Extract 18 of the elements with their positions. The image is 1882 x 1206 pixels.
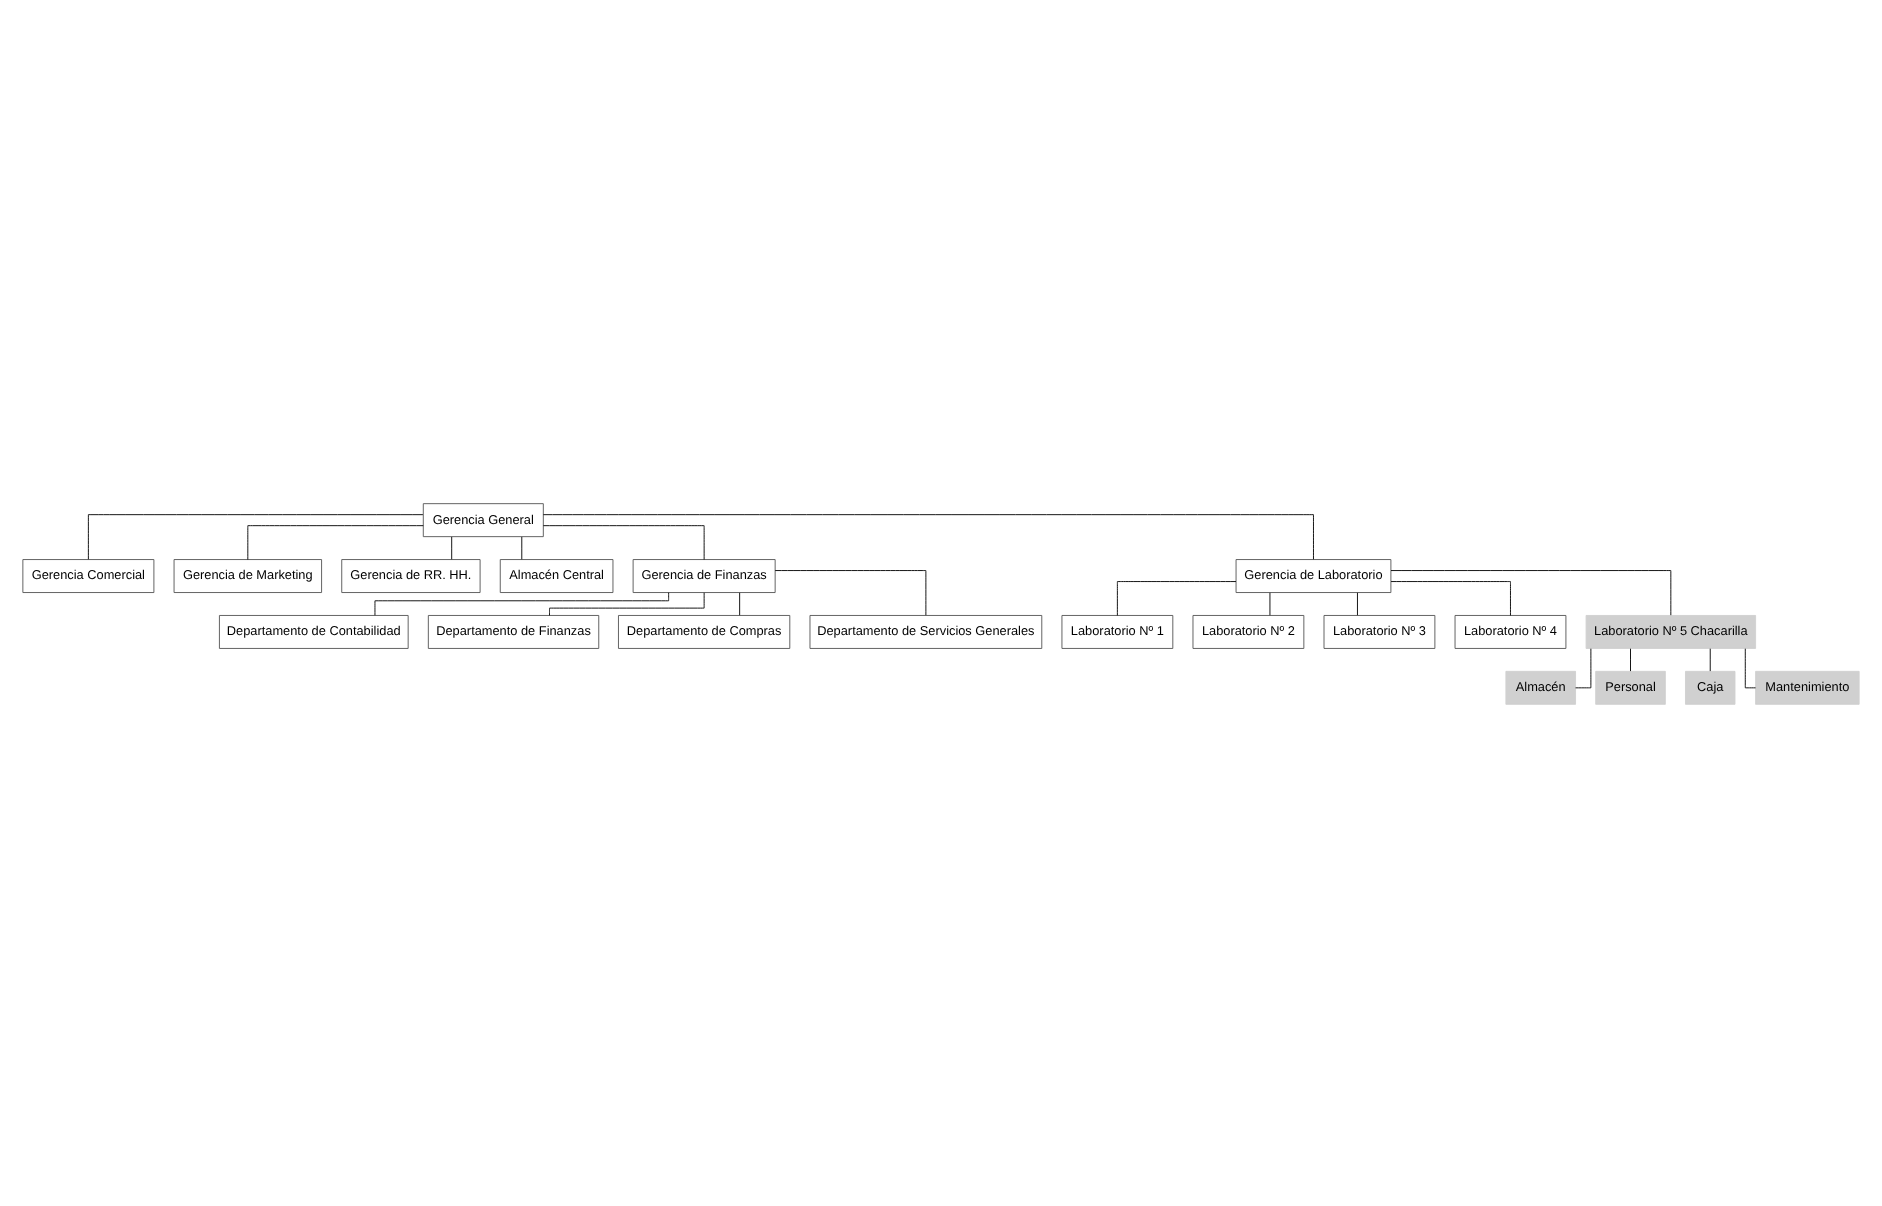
- connector: [542, 524, 705, 559]
- connector: [774, 569, 927, 615]
- connector: [542, 513, 1314, 559]
- connector: [1744, 647, 1756, 688]
- connector: [1357, 591, 1358, 615]
- connector: [1630, 647, 1631, 671]
- connector: [1116, 580, 1237, 615]
- connector: [1709, 647, 1711, 671]
- connector: [451, 535, 453, 559]
- connector: [1390, 580, 1511, 615]
- connector: [1390, 569, 1672, 615]
- connector: [549, 591, 705, 615]
- connector: [247, 524, 424, 559]
- connector: [739, 591, 741, 615]
- connector: [87, 513, 424, 559]
- connector: [374, 591, 670, 615]
- connector: [521, 535, 523, 559]
- connector: [1575, 647, 1592, 688]
